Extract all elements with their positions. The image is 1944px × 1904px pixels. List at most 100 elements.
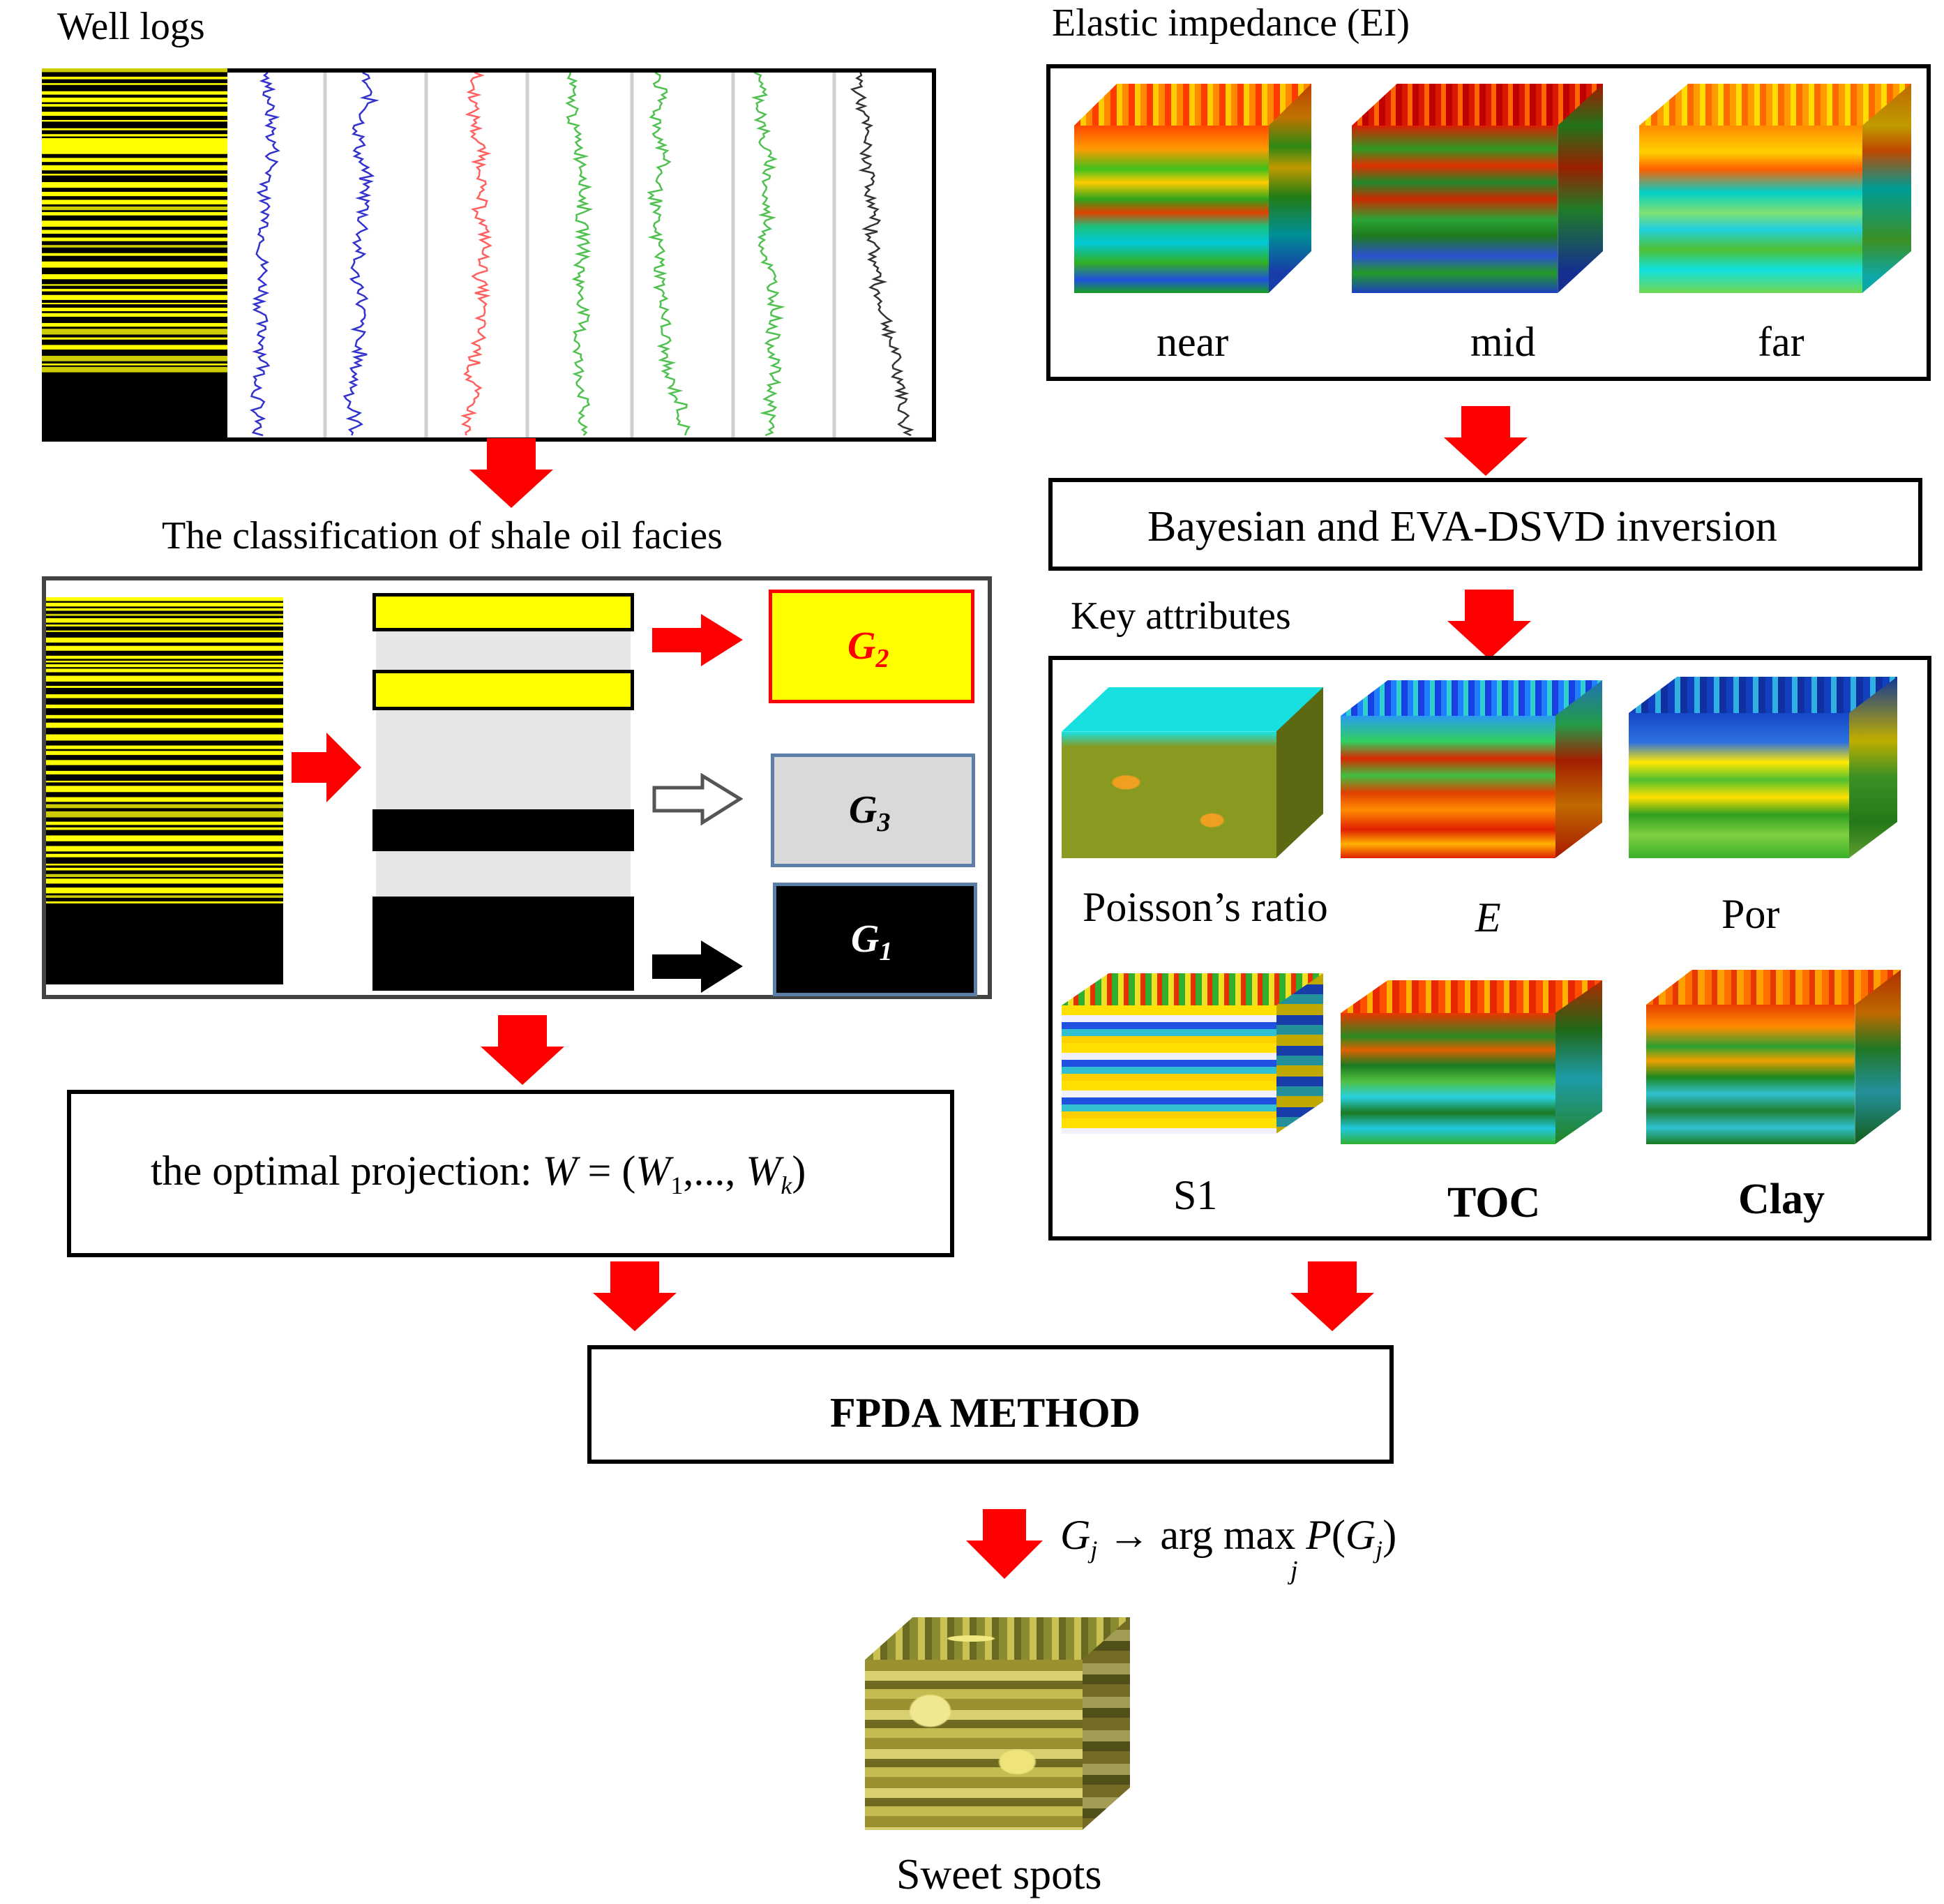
classification-stripe: [46, 608, 283, 611]
inversion-label: Bayesian and EVA-DSVD inversion: [1147, 503, 1777, 550]
ei-label-far: far: [1758, 319, 1804, 365]
arrow-down-5: [1447, 590, 1531, 659]
classification-stripe: [46, 645, 283, 651]
lithology-stripe: [42, 181, 227, 188]
log-curve: [460, 73, 492, 436]
lithology-stripe: [42, 191, 227, 197]
lithology-stripe: [42, 289, 227, 292]
classification-stripe: [46, 797, 283, 802]
attr-cube-por: [1629, 677, 1897, 858]
classification-stripe: [46, 786, 283, 793]
projection-formula: the optimal projection: W = (W1,..., Wk): [151, 1148, 806, 1199]
classification-stripe: [46, 867, 283, 871]
attr-label-poissons-ratio: Poisson’s ratio: [1083, 884, 1328, 930]
classification-stripe: [46, 602, 283, 607]
attr-cube-poissons-ratio: [1062, 687, 1323, 858]
lithology-stripe: [42, 200, 227, 204]
lithology-stripe: [42, 303, 227, 305]
group-g1-box: [773, 883, 977, 996]
arrow-down-1: [469, 438, 553, 508]
classification-stripe: [46, 675, 283, 682]
classification-stripe: [46, 745, 283, 749]
lithology-stripe: [42, 68, 227, 73]
facies-layer-g1-b: [372, 897, 634, 991]
classification-stripe: [46, 887, 283, 894]
lithology-stripe: [42, 211, 227, 216]
classification-stripe: [46, 686, 283, 688]
attr-label-por: Por: [1721, 891, 1780, 937]
group-g1-label: G1: [851, 917, 893, 967]
lithology-stripe: [42, 158, 227, 163]
lithology-stripe: [42, 104, 227, 107]
lithology-stripe: [42, 76, 227, 80]
ei-label-mid: mid: [1470, 319, 1536, 365]
lithology-stripe: [42, 329, 227, 335]
classification-stripe: [46, 895, 283, 898]
classification-stripe: [46, 734, 283, 741]
attr-label-clay: Clay: [1738, 1176, 1825, 1223]
classification-stripe: [46, 618, 283, 623]
lithology-stripe: [42, 337, 227, 340]
sweet-spots-label: Sweet spots: [896, 1851, 1102, 1898]
group-g3-label: G3: [849, 788, 891, 838]
classification-stripe: [46, 846, 283, 852]
classification-stripe: [46, 751, 283, 756]
lithology-stripe: [42, 83, 227, 85]
arrow-to-g3: [652, 773, 743, 825]
classification-stripe: [46, 770, 283, 774]
classification-stripe: [46, 637, 283, 643]
classification-stripe: [46, 835, 283, 841]
lithology-stripe: [42, 261, 227, 268]
classification-stripe: [46, 597, 283, 601]
lithology-stripe: [42, 91, 227, 95]
inversion-box: [1048, 478, 1922, 571]
decision-formula-subscript: j: [1290, 1556, 1298, 1585]
classification-stripe: [46, 613, 283, 616]
facies-layer-g3-b: [376, 710, 631, 809]
well-log-lithology-column: [42, 68, 227, 442]
attr-label-e: E: [1475, 894, 1501, 940]
log-curve: [647, 73, 691, 436]
lithology-stripe: [42, 355, 227, 361]
ei-label-near: near: [1156, 319, 1229, 365]
lithology-stripe: [42, 253, 227, 256]
classification-stripe: [46, 668, 283, 673]
attr-cube-e: [1341, 680, 1602, 858]
classification-lithology-column: [46, 597, 283, 984]
projection-box: [67, 1090, 954, 1257]
lithology-stripe: [42, 345, 227, 350]
fpda-label: FPDA METHOD: [830, 1390, 1140, 1436]
classification-stripe: [46, 811, 283, 818]
lithology-stripe: [42, 313, 227, 317]
facies-layer-g3-a: [376, 631, 631, 670]
classification-title: The classification of shale oil facies: [162, 514, 723, 557]
lithology-stripe: [42, 284, 227, 286]
classification-stripe: [46, 901, 283, 904]
facies-layer-g3-c: [376, 851, 631, 897]
facies-layer-g1-a: [372, 809, 634, 851]
facies-layer-g2-top: [372, 593, 634, 631]
arrow-down-7: [966, 1509, 1043, 1579]
log-curve: [565, 73, 594, 436]
arrow-down-2: [481, 1015, 564, 1085]
attr-cube-toc: [1341, 980, 1602, 1144]
log-curve: [342, 73, 379, 436]
classification-stripe: [46, 704, 283, 709]
arrow-down-6: [1290, 1261, 1374, 1331]
arrow-to-g1: [652, 940, 743, 993]
lithology-stripe: [42, 322, 227, 327]
lithology-stripe: [42, 97, 227, 103]
facies-layer-g2-mid: [372, 670, 634, 710]
classification-stripe: [46, 722, 283, 728]
lithology-stripe: [42, 273, 227, 280]
classification-stripe: [46, 863, 283, 866]
attr-label-toc: TOC: [1447, 1179, 1541, 1227]
classification-stripe: [46, 874, 283, 878]
fpda-box: [587, 1345, 1394, 1464]
attr-cube-s1: [1062, 973, 1323, 1134]
arrow-down-3: [593, 1261, 677, 1331]
key-attributes-title: Key attributes: [1071, 594, 1291, 638]
classification-stripe: [46, 694, 283, 698]
lithology-stripe: [42, 165, 227, 171]
classification-stripe: [46, 714, 283, 719]
